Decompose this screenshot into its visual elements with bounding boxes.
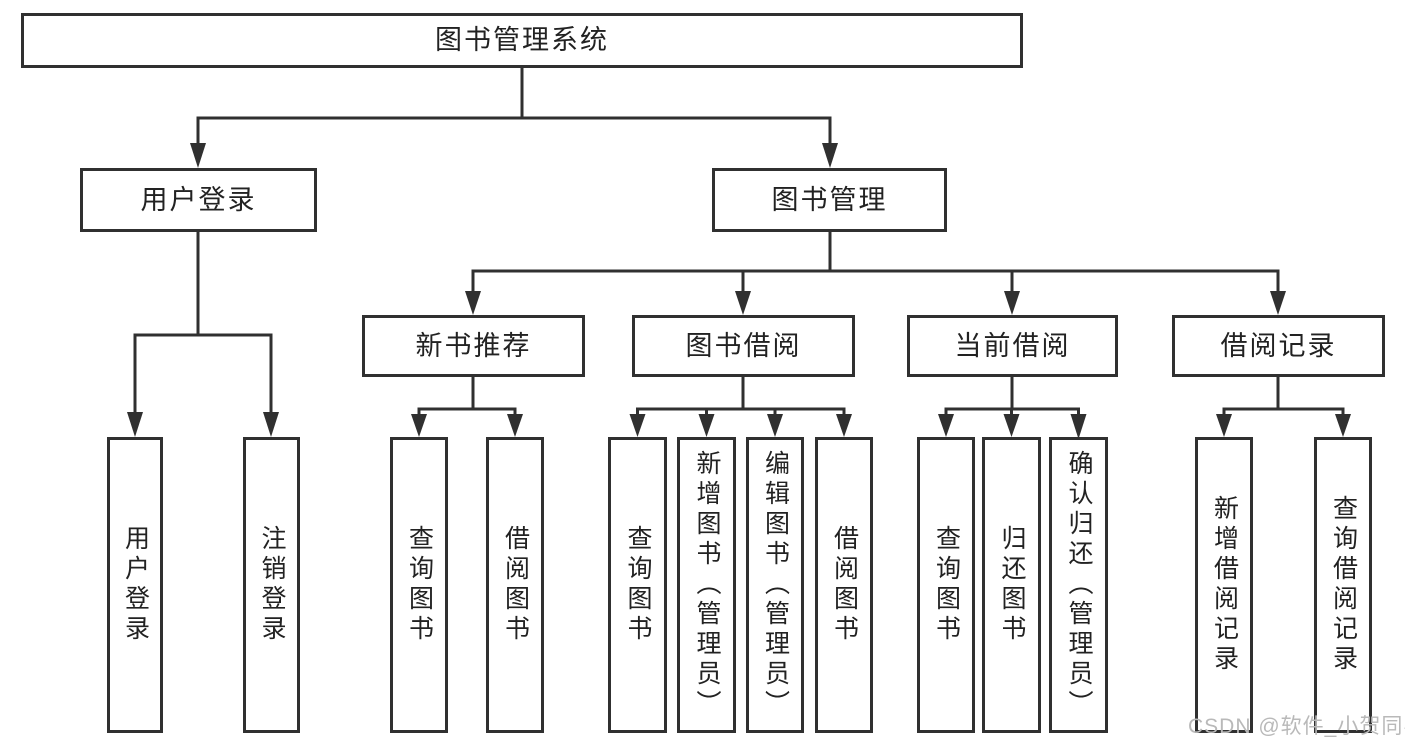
- watermark: CSDN @软件_小贺同学: [1188, 715, 1405, 738]
- node-current-borrow-label: 当前借阅: [954, 330, 1071, 361]
- node-user-login-label: 用户登录: [140, 184, 257, 215]
- leaf-borrow-books: 借阅图书: [815, 437, 873, 733]
- leaf-borrow-books-recommend-label: 借阅图书: [501, 525, 530, 645]
- leaf-add-borrow-record: 新增借阅记录: [1195, 437, 1253, 733]
- node-book-borrow: 图书借阅: [632, 315, 855, 377]
- leaf-user-login-label: 用户登录: [121, 525, 150, 645]
- node-library-system-label: 图书管理系统: [435, 25, 609, 55]
- leaf-logout-label: 注销登录: [258, 525, 286, 645]
- node-book-management: 图书管理: [712, 168, 947, 232]
- leaf-query-books-recommend-label: 查询图书: [405, 525, 434, 645]
- leaf-query-borrow-record-label: 查询借阅记录: [1329, 495, 1358, 675]
- node-new-book-recommend-label: 新书推荐: [415, 330, 532, 361]
- leaf-edit-book-admin-label: 编辑图书（管理员）: [761, 450, 790, 720]
- node-new-book-recommend: 新书推荐: [362, 315, 585, 377]
- leaf-query-books-borrow-label: 查询图书: [624, 525, 652, 645]
- leaf-query-books-borrow: 查询图书: [608, 437, 667, 733]
- node-current-borrow: 当前借阅: [907, 315, 1118, 377]
- leaf-logout: 注销登录: [243, 437, 300, 733]
- leaf-user-login: 用户登录: [107, 437, 163, 733]
- leaf-query-books-current: 查询图书: [917, 437, 975, 733]
- node-book-borrow-label: 图书借阅: [685, 330, 802, 361]
- leaf-add-book-admin: 新增图书（管理员）: [677, 437, 736, 733]
- leaf-confirm-return-admin: 确认归还（管理员）: [1049, 437, 1108, 733]
- node-borrow-records: 借阅记录: [1172, 315, 1385, 377]
- leaf-edit-book-admin: 编辑图书（管理员）: [746, 437, 804, 733]
- node-borrow-records-label: 借阅记录: [1220, 330, 1337, 361]
- leaf-query-books-recommend: 查询图书: [390, 437, 448, 733]
- leaf-return-book-label: 归还图书: [998, 525, 1026, 645]
- leaf-confirm-return-admin-label: 确认归还（管理员）: [1065, 450, 1093, 720]
- leaf-return-book: 归还图书: [982, 437, 1041, 733]
- leaf-add-borrow-record-label: 新增借阅记录: [1210, 495, 1239, 675]
- leaf-add-book-admin-label: 新增图书（管理员）: [693, 450, 721, 720]
- node-book-management-label: 图书管理: [771, 184, 888, 215]
- node-user-login: 用户登录: [80, 168, 317, 232]
- leaf-query-books-current-label: 查询图书: [932, 525, 961, 645]
- leaf-borrow-books-recommend: 借阅图书: [486, 437, 544, 733]
- leaf-borrow-books-label: 借阅图书: [830, 525, 859, 645]
- leaf-query-borrow-record: 查询借阅记录: [1314, 437, 1372, 733]
- node-library-system: 图书管理系统: [21, 13, 1023, 68]
